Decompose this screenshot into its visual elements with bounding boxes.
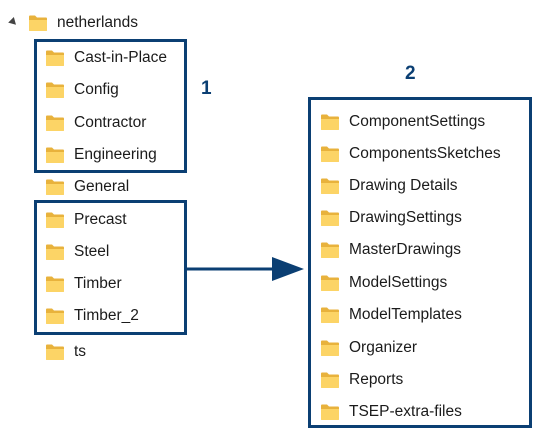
folder-icon xyxy=(320,339,340,357)
connector-arrow-icon xyxy=(186,257,304,281)
subfolder-item-label: DrawingSettings xyxy=(349,209,462,226)
tree-item-label: Contractor xyxy=(74,114,147,131)
tree-item-label: General xyxy=(74,178,130,195)
tree-item-timber-2[interactable]: Timber_2 xyxy=(45,304,139,328)
folder-icon xyxy=(45,275,65,293)
folder-icon xyxy=(45,243,65,261)
tree-item-engineering[interactable]: Engineering xyxy=(45,143,157,167)
folder-icon xyxy=(320,403,340,421)
folder-icon xyxy=(45,114,65,132)
tree-item-netherlands[interactable]: netherlands xyxy=(28,11,138,35)
folder-icon xyxy=(45,81,65,99)
folder-icon xyxy=(45,211,65,229)
subfolder-item-label: TSEP-extra-files xyxy=(349,403,462,420)
subfolder-item-modelsettings[interactable]: ModelSettings xyxy=(320,271,447,295)
folder-icon xyxy=(320,145,340,163)
highlight-box-group-1b xyxy=(34,200,187,335)
folder-icon xyxy=(28,14,48,32)
folder-icon xyxy=(320,306,340,324)
tree-item-ts[interactable]: ts xyxy=(45,340,86,364)
folder-icon xyxy=(320,177,340,195)
subfolder-item-drawing-details[interactable]: Drawing Details xyxy=(320,174,458,198)
folder-icon xyxy=(45,146,65,164)
tree-item-label: ts xyxy=(74,343,87,360)
subfolder-item-label: Organizer xyxy=(349,339,418,356)
subfolder-item-label: MasterDrawings xyxy=(349,241,461,258)
tree-item-contractor[interactable]: Contractor xyxy=(45,111,146,135)
subfolder-item-label: ModelSettings xyxy=(349,274,448,291)
expand-collapse-arrow-icon[interactable] xyxy=(8,16,19,28)
folder-icon xyxy=(45,343,65,361)
tree-item-label: Engineering xyxy=(74,146,157,163)
tree-item-label: Timber xyxy=(74,275,122,292)
subfolder-item-label: ComponentsSketches xyxy=(349,145,501,162)
tree-item-cast-in-place[interactable]: Cast-in-Place xyxy=(45,46,167,70)
tree-item-label: netherlands xyxy=(57,14,139,31)
subfolder-item-drawingsettings[interactable]: DrawingSettings xyxy=(320,206,462,230)
subfolder-item-label: ModelTemplates xyxy=(349,306,462,323)
tree-item-precast[interactable]: Precast xyxy=(45,208,127,232)
tree-item-label: Config xyxy=(74,81,119,98)
folder-icon xyxy=(45,49,65,67)
tree-item-label: Cast-in-Place xyxy=(74,49,168,66)
subfolder-item-masterdrawings[interactable]: MasterDrawings xyxy=(320,238,461,262)
folder-icon xyxy=(320,274,340,292)
callout-number-1: 1 xyxy=(201,78,212,99)
tree-item-timber[interactable]: Timber xyxy=(45,272,122,296)
folder-icon xyxy=(320,113,340,131)
tree-item-steel[interactable]: Steel xyxy=(45,240,109,264)
highlight-box-group-1 xyxy=(34,39,187,173)
folder-icon xyxy=(320,371,340,389)
tree-item-general[interactable]: General xyxy=(45,175,129,199)
folder-icon xyxy=(45,307,65,325)
tree-item-config[interactable]: Config xyxy=(45,78,119,102)
subfolder-item-componentsettings[interactable]: ComponentSettings xyxy=(320,110,485,134)
subfolder-item-reports[interactable]: Reports xyxy=(320,368,403,392)
subfolder-item-label: Reports xyxy=(349,371,404,388)
subfolder-item-tsep-extra-files[interactable]: TSEP-extra-files xyxy=(320,400,462,424)
subfolder-item-componentssketches[interactable]: ComponentsSketches xyxy=(320,142,501,166)
subfolder-item-label: ComponentSettings xyxy=(349,113,486,130)
callout-number-2: 2 xyxy=(405,63,416,84)
tree-item-label: Steel xyxy=(74,243,110,260)
folder-icon xyxy=(320,241,340,259)
highlight-box-group-2 xyxy=(308,97,532,428)
folder-icon xyxy=(45,178,65,196)
tree-item-label: Precast xyxy=(74,211,127,228)
subfolder-item-modeltemplates[interactable]: ModelTemplates xyxy=(320,303,462,327)
tree-item-label: Timber_2 xyxy=(74,307,139,324)
subfolder-item-label: Drawing Details xyxy=(349,177,458,194)
subfolder-item-organizer[interactable]: Organizer xyxy=(320,336,417,360)
folder-icon xyxy=(320,209,340,227)
